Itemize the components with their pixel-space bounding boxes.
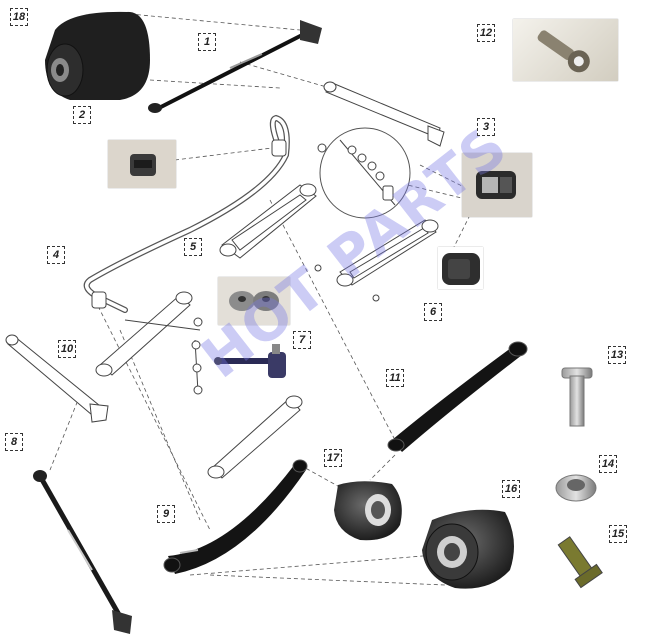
upper-arm-line-drawing [323,81,445,147]
bushing-18 [45,11,150,100]
bolt-13 [561,367,593,427]
lower-arm-9 [163,459,308,574]
bushing-photo-2 [108,140,176,188]
callout-9: 9 [157,505,175,523]
ball-joint-photo-12 [513,19,618,81]
lower-control-arm-large [387,341,528,452]
callout-17: 17 [324,449,342,467]
callout-8: 8 [5,433,23,451]
detail-zoom-circle [319,127,411,219]
lateral-link-rod [33,470,132,634]
callout-14: 14 [599,455,617,473]
callout-12: 12 [477,24,495,42]
upper-control-arm [148,20,322,113]
bushing-photo-3 [462,153,532,217]
callout-2: 2 [73,106,91,124]
leader-lines [49,13,471,586]
stabilizer-links [124,317,203,395]
trailing-arm-line-drawing [5,334,109,423]
callout-18: 18 [10,8,28,26]
callout-3: 3 [477,118,495,136]
callout-7: 7 [293,331,311,349]
callout-4: 4 [47,246,65,264]
bushing-photo-5-image [229,291,279,311]
bushing-photo-6-image [442,253,480,285]
lower-arm-line-drawings [95,183,439,479]
stabilizer-bar-inner [84,116,289,312]
nut-14 [555,474,597,502]
bushing-photo-2-image [130,154,156,176]
callout-10: 10 [58,340,76,358]
callout-16: 16 [502,480,520,498]
callout-6: 6 [424,303,442,321]
end-link-part [214,344,286,378]
callout-11: 11 [386,369,404,387]
callout-1: 1 [198,33,216,51]
bolt-15 [557,536,603,589]
callout-15: 15 [609,525,627,543]
bushing-photo-6 [438,247,483,289]
bushing-17 [334,481,402,541]
bushing-16 [422,509,514,589]
bushing-photo-3-image [476,171,516,199]
callout-5: 5 [184,238,202,256]
ball-joint-photo-12-image [537,30,590,73]
bushing-photo-5 [218,277,290,325]
callout-13: 13 [608,346,626,364]
